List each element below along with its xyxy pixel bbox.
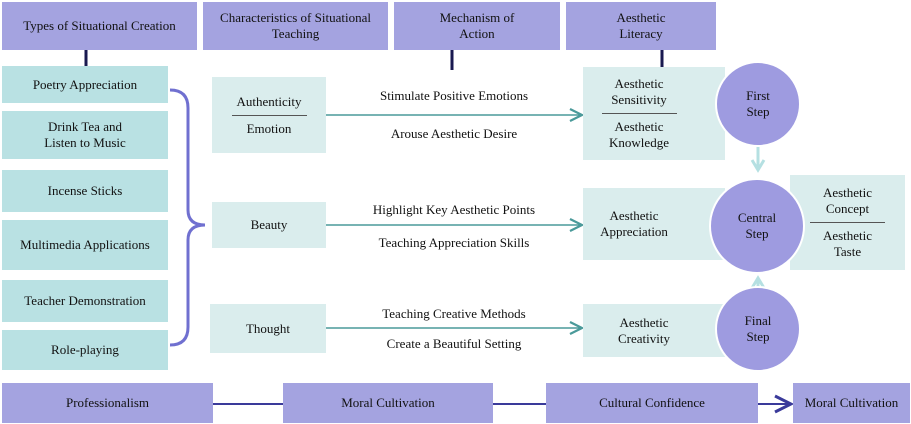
header-literacy: Aesthetic Literacy (566, 2, 716, 50)
step-first: First Step (715, 61, 801, 147)
char-beauty: Beauty (212, 202, 326, 248)
bottom-cultural-confidence: Cultural Confidence (546, 383, 758, 423)
type-tea-music: Drink Tea and Listen to Music (2, 111, 168, 159)
type-roleplay: Role-playing (2, 330, 168, 370)
mech-label: Stimulate Positive Emotions (379, 88, 529, 103)
lit-taste: Aesthetic Taste (822, 228, 873, 259)
lit-sensitivity: Aesthetic Sensitivity (611, 76, 667, 107)
mech-label: Teaching Appreciation Skills (378, 235, 530, 250)
header-mechanism: Mechanism of Action (394, 2, 560, 50)
char-emotion: Emotion (246, 120, 292, 136)
header-types: Types of Situational Creation (2, 2, 197, 50)
mech-label: Teaching Creative Methods (382, 306, 526, 321)
mech-label: Arouse Aesthetic Desire (390, 126, 518, 141)
lit-appreciation: Aesthetic Appreciation (583, 188, 725, 260)
lit-creativity: Aesthetic Creativity (583, 304, 725, 357)
mech-label: Create a Beautiful Setting (386, 336, 522, 351)
mech-label: Highlight Key Aesthetic Points (372, 202, 536, 217)
type-teacher: Teacher Demonstration (2, 280, 168, 322)
header-characteristics: Characteristics of Situational Teaching (203, 2, 388, 50)
char-authenticity: Authenticity (236, 93, 302, 109)
lit-concept: Aesthetic Concept (822, 185, 873, 216)
step-final: Final Step (715, 286, 801, 372)
brace (169, 88, 206, 347)
bottom-professionalism: Professionalism (2, 383, 213, 423)
bottom-moral-cultivation: Moral Cultivation (283, 383, 493, 423)
type-multimedia: Multimedia Applications (2, 220, 168, 270)
step-central: Central Step (709, 178, 805, 274)
char-thought: Thought (210, 304, 326, 353)
arrow-down (750, 146, 766, 173)
lit-knowledge: Aesthetic Knowledge (609, 119, 669, 150)
type-poetry: Poetry Appreciation (2, 66, 168, 103)
type-incense: Incense Sticks (2, 170, 168, 212)
bottom-moral-cultivation-final: Moral Cultivation (793, 383, 910, 423)
